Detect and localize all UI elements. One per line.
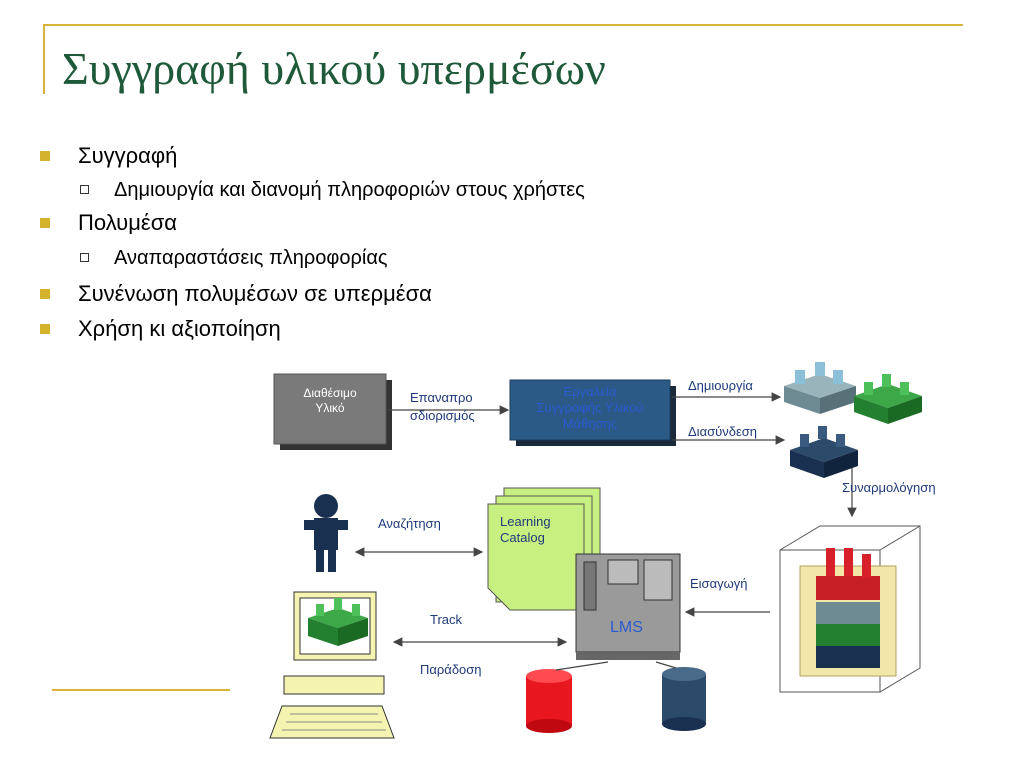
lms-label: LMS — [610, 619, 643, 636]
available-material-box: Διαθέσιμο Υλικό — [273, 373, 392, 450]
catalog-label-1: Learning — [500, 514, 551, 529]
assembled-package-icon — [779, 525, 921, 693]
dark-blue-block-icon — [790, 426, 858, 478]
page-title: Συγγραφή υλικού υπερμέσων — [62, 43, 606, 94]
top-rule — [43, 24, 963, 26]
catalog-label-2: Catalog — [500, 530, 545, 545]
create-label: Δημιουργία — [688, 378, 753, 393]
hollow-square-bullet-icon — [80, 253, 89, 262]
authoring-tools-label-3: Μάθησης — [563, 416, 617, 431]
assembly-label: Συναρμολόγηση — [842, 480, 936, 495]
authoring-diagram: Διαθέσιμο Υλικό Επαναπρο σδιορισμός Εργα… — [260, 350, 980, 750]
authoring-tools-label-1: Εργαλεία — [564, 384, 617, 399]
person-icon — [304, 494, 348, 572]
delivery-label: Παράδοση — [420, 662, 482, 677]
repurpose-label-1: Επαναπρο — [410, 390, 473, 405]
track-label: Track — [430, 612, 463, 627]
available-material-label-1: Διαθέσιμο — [303, 386, 357, 400]
left-rule — [43, 24, 45, 94]
hollow-square-bullet-icon — [80, 185, 89, 194]
lms-server-icon: LMS — [575, 553, 681, 660]
repurpose-label-2: σδιορισμός — [410, 408, 475, 423]
search-label: Αναζήτηση — [378, 516, 441, 531]
grey-blue-block-icon — [784, 362, 856, 414]
authoring-tools-box: Εργαλεία Συγγραφής Υλικού Μάθησης — [509, 379, 676, 446]
lms-db-link-left — [555, 661, 609, 671]
square-bullet-icon — [40, 218, 50, 228]
computer-icon — [269, 591, 395, 739]
bottom-rule — [52, 689, 230, 691]
authoring-tools-label-2: Συγγραφής Υλικού — [536, 400, 643, 415]
blue-database-icon — [662, 667, 706, 731]
square-bullet-icon — [40, 151, 50, 161]
import-label: Εισαγωγή — [690, 576, 747, 591]
square-bullet-icon — [40, 289, 50, 299]
link-label: Διασύνδεση — [688, 424, 757, 439]
available-material-label-2: Υλικό — [315, 401, 345, 415]
lms-db-link-right — [655, 661, 677, 669]
red-database-icon — [526, 669, 572, 733]
green-block-icon — [854, 374, 922, 424]
square-bullet-icon — [40, 324, 50, 334]
